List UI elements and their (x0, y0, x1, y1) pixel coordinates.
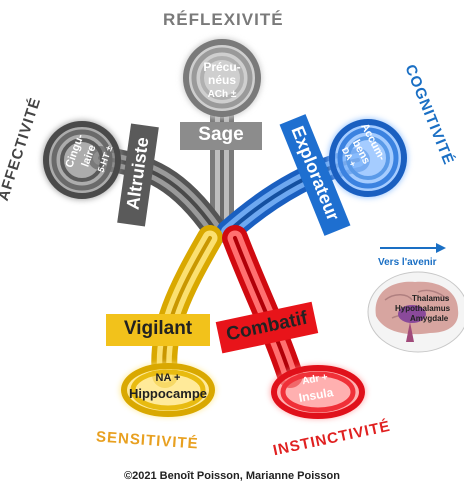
arrow-label: Vers l'avenir (378, 257, 437, 268)
sage-transmitter: ACh ± (207, 89, 237, 100)
axis-top-label: RÉFLEXIVITÉ (163, 10, 284, 29)
vigilant-structure: Hippocampe (128, 386, 207, 401)
vigilant-branch (120, 225, 223, 417)
explorateur-box (279, 114, 351, 236)
combatif-box (215, 301, 319, 354)
altruiste-branch (42, 120, 227, 242)
brain-label-thalamus: Thalamus (412, 294, 450, 303)
combatif-branch (222, 225, 366, 419)
sage-box (180, 122, 262, 150)
copyright: ©2021 Benoît Poisson, Marianne Poisson (124, 470, 340, 482)
sage-label: Sage (198, 124, 244, 145)
vigilant-transmitter: NA + (155, 372, 181, 384)
brain-label-amygdale: Amygdale (410, 314, 449, 323)
sage-structure-line1: Précu- (203, 60, 241, 74)
brain-label-hypothalamus: Hypothalamus (395, 304, 451, 313)
vigilant-label: Vigilant (123, 318, 193, 339)
vigilant-box (106, 314, 210, 346)
altruiste-box (117, 123, 159, 227)
explorateur-branch (216, 118, 408, 244)
arrow-right-icon (380, 243, 446, 253)
sage-structure-line2: néus (207, 73, 236, 87)
brain-icon (367, 271, 464, 353)
